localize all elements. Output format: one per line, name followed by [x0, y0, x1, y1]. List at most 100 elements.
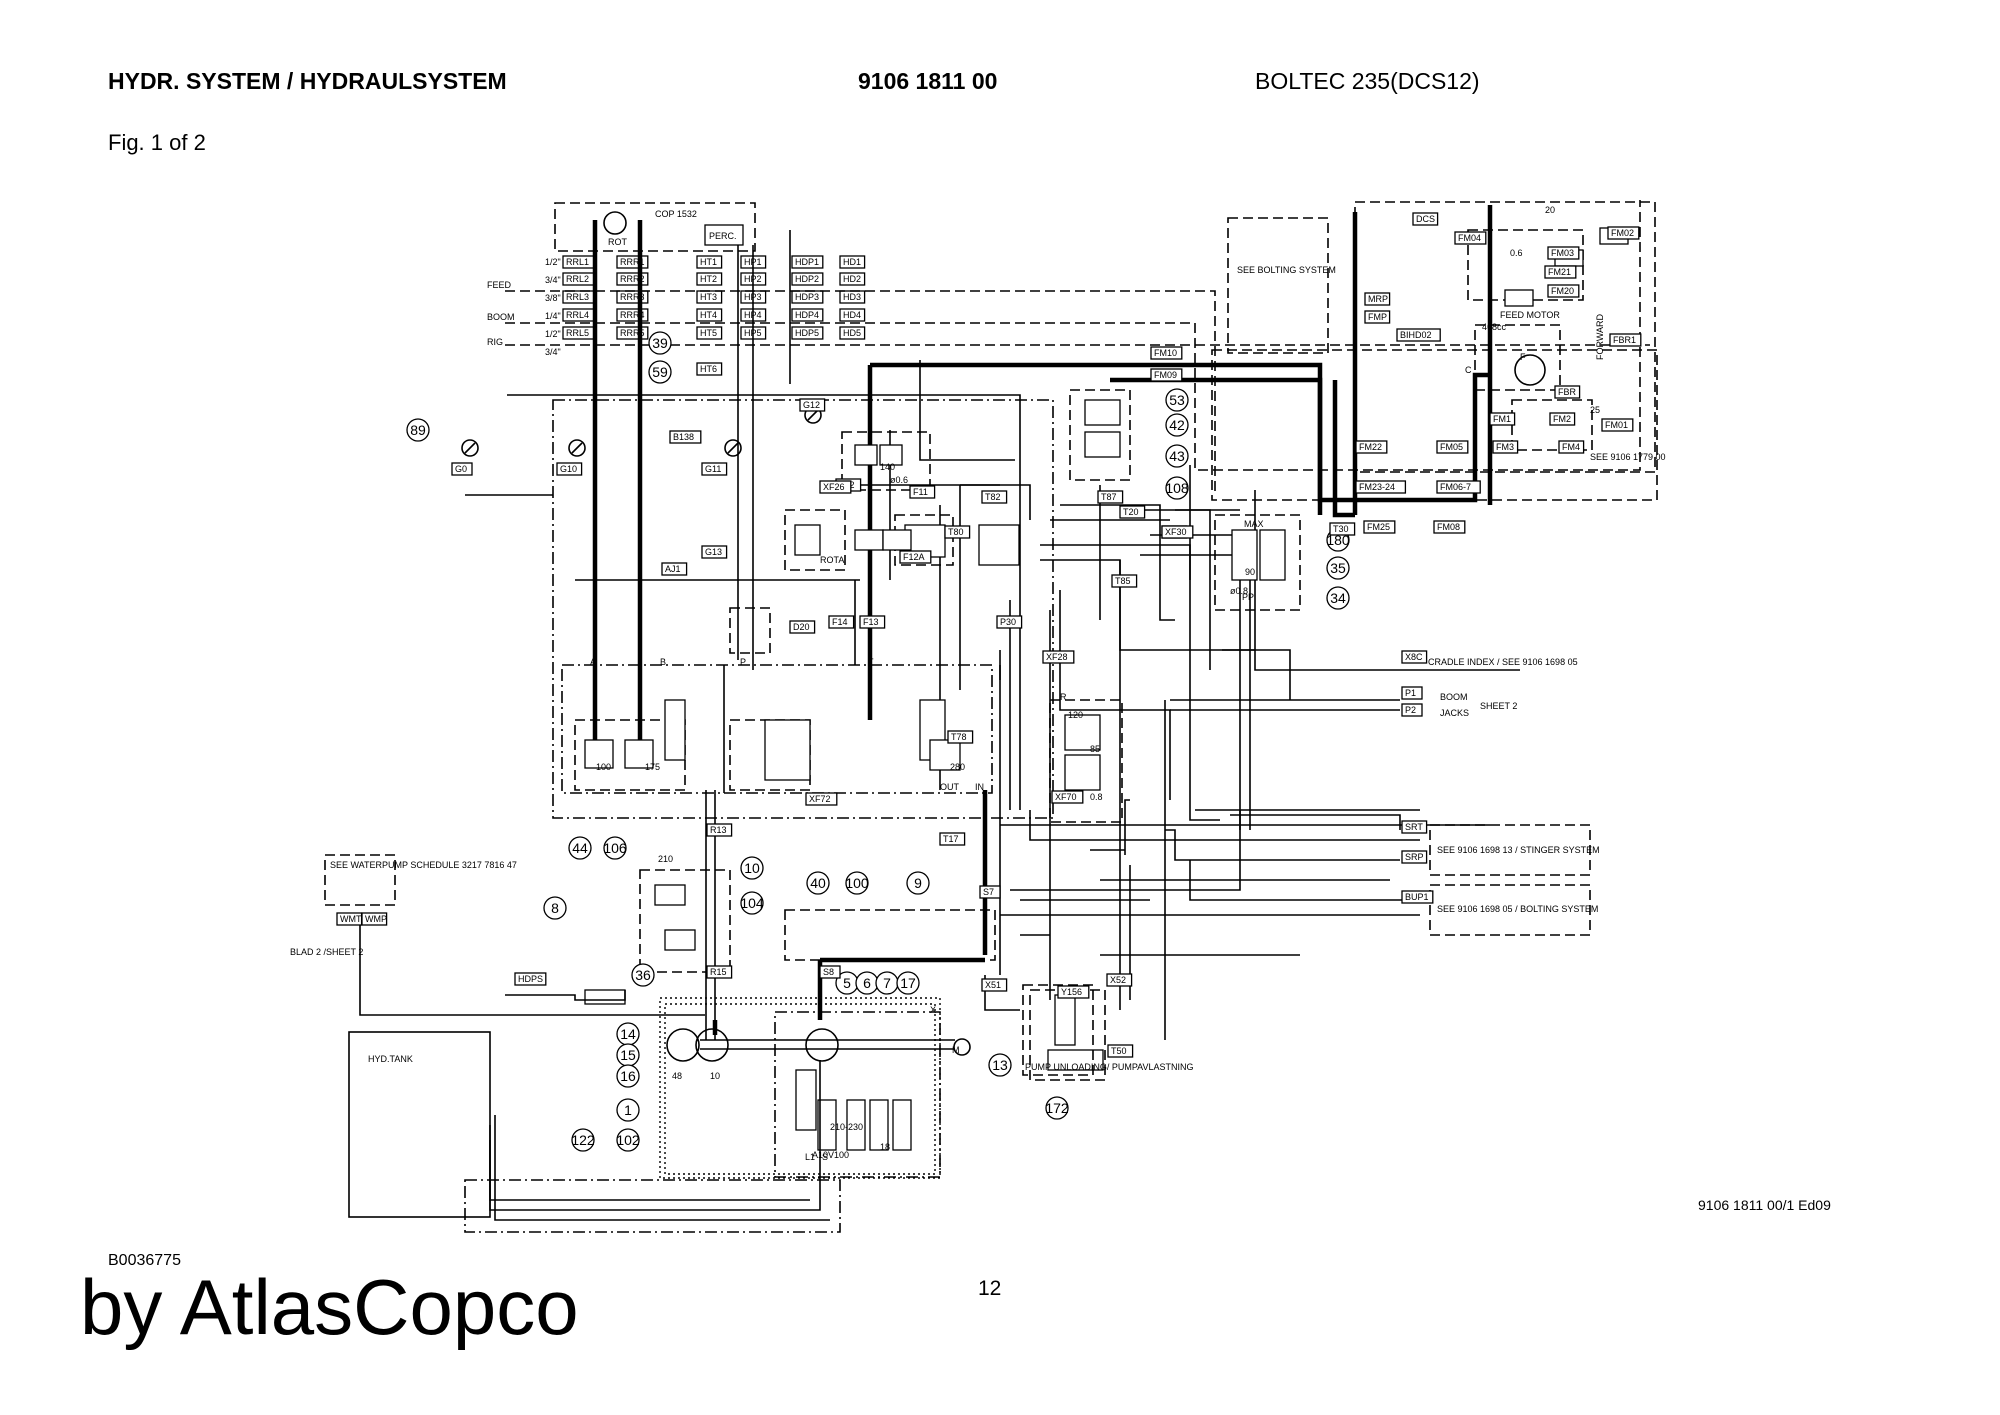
code-t20: T20 [1119, 505, 1146, 519]
code-x8c: X8C [1401, 650, 1428, 664]
svg-text:XF72: XF72 [809, 794, 831, 804]
code-g12: G12 [799, 398, 826, 412]
code-label-group: G10G11G12G13G0B138AJ1F12F11F13F14F12AT80… [336, 212, 1642, 1058]
svg-text:6: 6 [863, 975, 871, 991]
svg-text:F13: F13 [863, 617, 879, 627]
svg-text:40: 40 [810, 875, 826, 891]
callout-35: 35 [1326, 556, 1350, 580]
svg-text:G11: G11 [705, 464, 721, 474]
code-fm25: FM25 [1363, 520, 1396, 534]
svg-text:T30: T30 [1333, 524, 1349, 534]
code-f11: F11 [909, 485, 936, 499]
pump-unit-enclosure [659, 997, 941, 1179]
value-label: 10 [710, 1071, 720, 1081]
svg-text:13: 13 [992, 1057, 1008, 1073]
svg-text:HDP1: HDP1 [795, 257, 819, 267]
svg-text:P1: P1 [1405, 688, 1416, 698]
code-bihd02: BIHD02 [1396, 328, 1441, 342]
svg-text:53: 53 [1169, 392, 1185, 408]
code-fm23-24: FM23-24 [1355, 480, 1407, 494]
jacks-label: JACKS [1440, 708, 1469, 718]
rrl-label: RRL2 [562, 272, 595, 286]
code-fm2: FM2 [1549, 412, 1576, 426]
cop-enclosure [554, 202, 756, 252]
code-b138: B138 [669, 430, 702, 444]
value-label: IN [975, 782, 984, 792]
callout-7: 7 [875, 971, 899, 995]
svg-text:FM23-24: FM23-24 [1359, 482, 1395, 492]
code-bup1: BUP1 [1401, 890, 1434, 904]
value-label: A [590, 657, 596, 667]
code-fbr1: FBR1 [1609, 333, 1642, 347]
svg-text:44: 44 [572, 840, 588, 856]
brand-text: by AtlasCopco [80, 1263, 579, 1351]
svg-text:R15: R15 [710, 967, 727, 977]
callout-15: 15 [616, 1043, 640, 1067]
stinger-label: SEE 9106 1698 13 / STINGER SYSTEM [1437, 845, 1600, 855]
code-hdps: HDPS [514, 972, 547, 986]
code-fm03: FM03 [1547, 246, 1580, 260]
svg-text:AJ1: AJ1 [665, 564, 681, 574]
callout-34: 34 [1326, 586, 1350, 610]
svg-text:T80: T80 [948, 527, 964, 537]
see-feed-label: SEE 9106 1779 00 [1590, 452, 1666, 462]
svg-text:42: 42 [1169, 417, 1185, 433]
code-t87: T87 [1097, 490, 1124, 504]
value-label: 48 [672, 1071, 682, 1081]
ht-label: HT2 [696, 272, 723, 286]
rrr-label: RRR1 [616, 255, 649, 269]
hd-label: HD2 [839, 272, 866, 286]
svg-text:FM04: FM04 [1458, 233, 1481, 243]
code-x52: X52 [1106, 973, 1133, 987]
svg-text:HT4: HT4 [700, 310, 717, 320]
forward-label: FORWARD [1595, 314, 1605, 360]
ht-label: HT4 [696, 308, 723, 322]
code-g13: G13 [701, 545, 728, 559]
rrl-label: RRL5 [562, 326, 595, 340]
svg-text:HD2: HD2 [843, 274, 861, 284]
callout-43: 43 [1165, 444, 1189, 468]
stinger-box [1429, 824, 1591, 876]
callout-100: 100 [845, 871, 869, 895]
document-title: HYDR. SYSTEM / HYDRAULSYSTEM [108, 68, 507, 94]
machine-model: BOLTEC 235(DCS12) [1255, 68, 1480, 94]
waterpump-box [324, 854, 396, 906]
svg-text:HDPS: HDPS [518, 974, 543, 984]
svg-text:XF30: XF30 [1165, 527, 1187, 537]
svg-text:RRL2: RRL2 [566, 274, 589, 284]
svg-text:43: 43 [1169, 448, 1185, 464]
hd-label: HD4 [839, 308, 866, 322]
cc-label: 468cc [1482, 322, 1507, 332]
svg-text:RRL4: RRL4 [566, 310, 589, 320]
callout-36: 36 [631, 963, 655, 987]
code-t30: T30 [1329, 522, 1356, 536]
value-label: 140 [880, 462, 895, 472]
callout-39: 39 [648, 331, 672, 355]
code-f14: F14 [828, 615, 855, 629]
svg-text:SRT: SRT [1405, 822, 1423, 832]
svg-text:FBR1: FBR1 [1613, 335, 1636, 345]
svg-text:FMP: FMP [1368, 312, 1387, 322]
feed-motor-symbol [1514, 354, 1546, 386]
figure-label: Fig. 1 of 2 [108, 130, 206, 155]
svg-text:FM20: FM20 [1551, 286, 1574, 296]
drawing-number: 9106 1811 00/1 Ed09 [1698, 1197, 1831, 1213]
code-xf28: XF28 [1042, 650, 1075, 664]
svg-text:HT2: HT2 [700, 274, 717, 284]
code-srt: SRT [1401, 820, 1428, 834]
code-t50: T50 [1107, 1044, 1134, 1058]
code-y156: Y156 [1057, 985, 1090, 999]
svg-text:7: 7 [883, 975, 891, 991]
code-g10: G10 [556, 462, 583, 476]
svg-text:RRR4: RRR4 [620, 310, 645, 320]
svg-text:HD5: HD5 [843, 328, 861, 338]
svg-text:104: 104 [740, 895, 764, 911]
svg-text:F11: F11 [913, 487, 928, 497]
code-xf26: XF26 [819, 480, 852, 494]
callout-53: 53 [1165, 388, 1189, 412]
value-label: 18 [880, 1142, 890, 1152]
size-label: 3/4" [545, 347, 561, 357]
svg-text:FM4: FM4 [1562, 442, 1580, 452]
callout-108: 108 [1165, 476, 1189, 500]
